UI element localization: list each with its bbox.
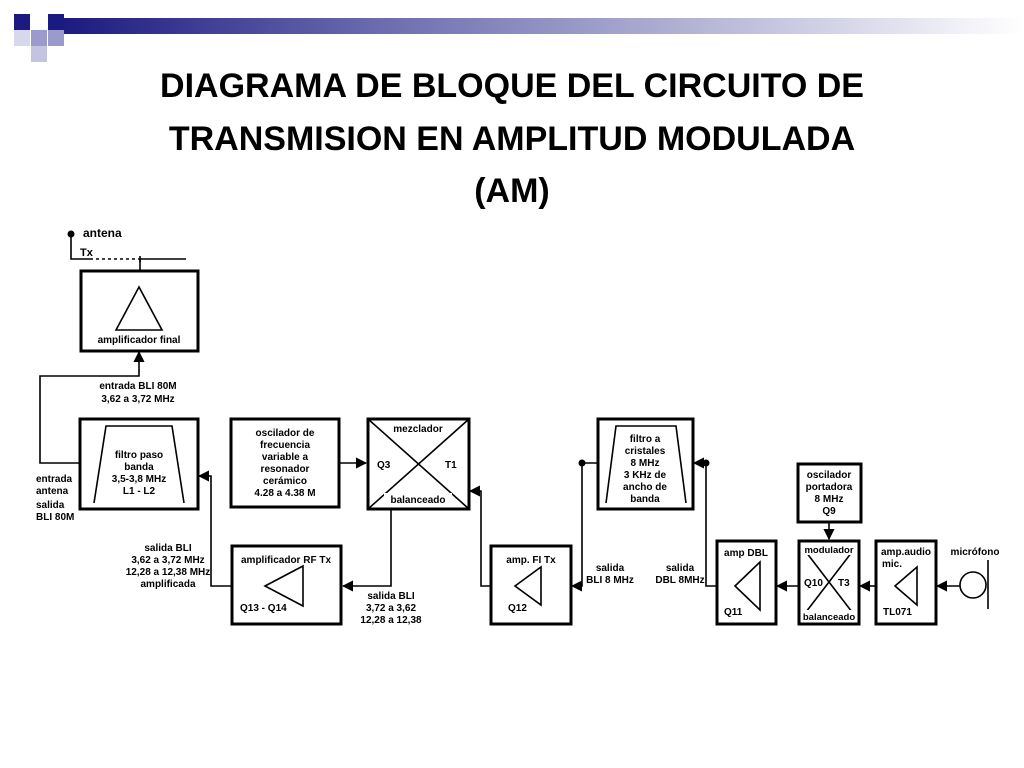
- modulator-block: modulador Q10 T3 balanceado: [797, 539, 861, 626]
- mixer-label: balanceado: [390, 495, 445, 506]
- modulator-label: Q10: [804, 578, 823, 589]
- rf-amp-label: Q13 - Q14: [240, 603, 287, 614]
- carrier-label: 8 MHz: [815, 494, 844, 505]
- vfo-label: frecuencia: [260, 440, 310, 451]
- mixer-label: T1: [445, 460, 457, 471]
- page-title: DIAGRAMA DE BLOQUE DEL CIRCUITO DE TRANS…: [60, 60, 964, 218]
- header-square: [14, 14, 30, 30]
- title-line: (AM): [474, 172, 550, 211]
- antenna-label: antena: [83, 226, 122, 240]
- modulator-label: balanceado: [803, 612, 855, 623]
- antenna-io-label: entrada: [36, 474, 73, 485]
- crystal-filter-block: filtro a cristales 8 MHz 3 KHz de ancho …: [596, 417, 695, 511]
- crystal-label: banda: [630, 494, 660, 505]
- bandpass-label: L1 - L2: [123, 486, 156, 497]
- crystal-label: 3 KHz de: [624, 470, 667, 481]
- bandpass-label: banda: [124, 462, 154, 473]
- audio-amp-label: amp.audio: [881, 547, 931, 558]
- mixer-out-label: 3,72 a 3,62: [366, 603, 416, 614]
- header-square: [48, 30, 64, 46]
- bandpass-label: 3,5-3,8 MHz: [112, 474, 166, 485]
- vfo-label: cerámico: [263, 476, 307, 487]
- header-square: [48, 14, 64, 30]
- modulator-label: modulador: [804, 545, 853, 556]
- bandpass-filter-block: filtro paso banda 3,5-3,8 MHz L1 - L2: [78, 417, 200, 511]
- dbl-amp-label: Q11: [724, 607, 743, 618]
- header-decoration: [14, 14, 1024, 62]
- final-input-range: 3,62 a 3,72 MHz: [101, 394, 174, 405]
- rf-out-label: salida BLI: [144, 543, 191, 554]
- vfo-label: variable a: [262, 452, 309, 463]
- rf-out-label: 12,28 a 12,38 MHz: [126, 567, 211, 578]
- antenna: antena Tx: [67, 226, 186, 270]
- title-line: DIAGRAMA DE BLOQUE DEL CIRCUITO DE: [160, 67, 864, 105]
- dbl-amp-label: amp DBL: [724, 548, 768, 559]
- dbl-amplifier-block: amp DBL Q11: [715, 539, 778, 626]
- mixer-out-label: 12,28 a 12,38: [360, 615, 422, 626]
- crystal-label: ancho de: [623, 482, 667, 493]
- header-gradient-bar: [60, 18, 1024, 34]
- if-amp-label: amp. FI Tx: [506, 555, 556, 566]
- signal-connections: [39, 350, 960, 592]
- mixer-block: mezclador Q3 T1 balanceado: [366, 417, 471, 511]
- modulator-label: T3: [838, 578, 850, 589]
- if-amplifier-block: amp. FI Tx Q12: [489, 544, 573, 626]
- audio-amplifier-block: amp.audio mic. TL071: [874, 539, 938, 626]
- vfo-label: resonador: [261, 464, 310, 475]
- dbl-label: DBL 8MHz: [655, 575, 704, 586]
- carrier-label: Q9: [822, 506, 836, 517]
- audio-amp-label: mic.: [882, 559, 902, 570]
- final-input-label: entrada BLI 80M: [99, 381, 176, 392]
- rf-out-label: amplificada: [140, 579, 195, 590]
- if-amp-label: Q12: [508, 603, 527, 614]
- header-square: [14, 30, 30, 46]
- dbl-label: salida: [666, 563, 695, 574]
- bandpass-label: filtro paso: [115, 450, 163, 461]
- mixer-label: Q3: [377, 460, 391, 471]
- carrier-oscillator-block: oscilador portadora 8 MHz Q9: [796, 462, 863, 524]
- block-diagram: antena Tx amplificador final entrada BLI…: [36, 226, 1000, 626]
- bli-label: BLI 8 MHz: [586, 575, 634, 586]
- carrier-label: portadora: [806, 482, 853, 493]
- microphone-icon: [959, 560, 989, 609]
- antenna-tx: Tx: [80, 247, 94, 259]
- bli-label: salida: [596, 563, 625, 574]
- header-square: [31, 30, 47, 46]
- vfo-label: oscilador de: [256, 428, 315, 439]
- carrier-label: oscilador: [807, 470, 852, 481]
- vfo-block: oscilador de frecuencia variable a reson…: [229, 417, 341, 509]
- mixer-label: mezclador: [393, 424, 443, 435]
- audio-amp-label: TL071: [883, 607, 912, 618]
- microphone-label: micrófono: [951, 547, 1000, 558]
- antenna-io-label: antena: [36, 486, 69, 497]
- rf-amplifier-block: amplificador RF Tx Q13 - Q14: [230, 544, 343, 626]
- crystal-label: 8 MHz: [631, 458, 660, 469]
- header-square: [31, 46, 47, 62]
- mixer-out-label: salida BLI: [367, 591, 414, 602]
- crystal-label: filtro a: [630, 434, 661, 445]
- header-square: [31, 14, 47, 30]
- rf-amp-label: amplificador RF Tx: [241, 555, 331, 566]
- vfo-label: 4.28 a 4.38 M: [254, 488, 315, 499]
- rf-out-label: 3,62 a 3,72 MHz: [131, 555, 204, 566]
- final-amplifier-block: amplificador final: [79, 269, 200, 353]
- title-line: TRANSMISION EN AMPLITUD MODULADA: [168, 119, 856, 158]
- antenna-io-label: salida: [36, 500, 65, 511]
- crystal-label: cristales: [625, 446, 666, 457]
- final-amp-label: amplificador final: [98, 335, 181, 346]
- antenna-io-label: BLI 80M: [36, 512, 74, 523]
